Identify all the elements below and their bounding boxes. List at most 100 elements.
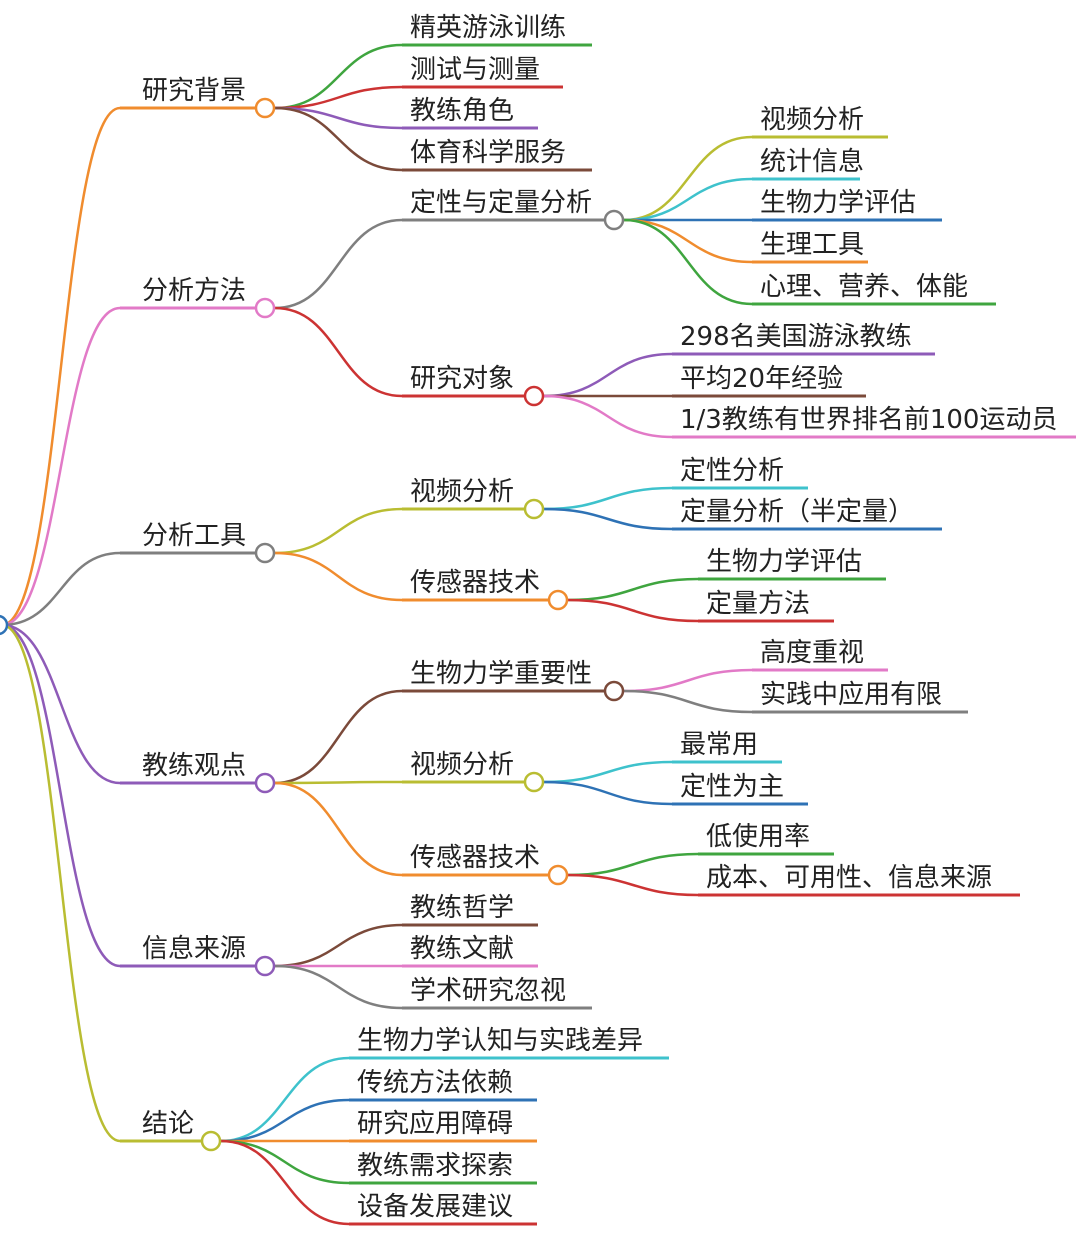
topic-label: 研究对象 (410, 364, 514, 394)
subtopic-connector (543, 486, 673, 511)
topic-label: 生物力学重要性 (410, 659, 592, 689)
topic-label: 传感器技术 (410, 568, 540, 598)
topic-label: 教练需求探索 (357, 1151, 513, 1181)
topic-connector (220, 1139, 350, 1226)
subtopic-connector (623, 218, 753, 306)
subtopic-connector (543, 352, 673, 398)
root-connector (1, 106, 121, 627)
topic-connector (220, 1139, 350, 1185)
topic-label: 教练文献 (410, 934, 514, 964)
topic-connector (274, 780, 403, 785)
topic-label: 测试与测量 (410, 55, 540, 85)
topic-label: 精英游泳训练 (410, 13, 566, 43)
subtopic-label: 298名美国游泳教练 (680, 322, 912, 352)
subtopic-label: 定性为主 (680, 772, 784, 802)
topic-connector (274, 689, 403, 785)
branch-node-toggle[interactable] (200, 1130, 222, 1152)
branch-node-toggle[interactable] (254, 772, 276, 794)
branch-node-toggle[interactable] (254, 955, 276, 977)
topic-label: 教练角色 (410, 96, 514, 126)
topic-label: 传感器技术 (410, 843, 540, 873)
topic-connector (274, 964, 403, 1010)
connector-layer (1, 43, 753, 1226)
subtopic-label: 最常用 (680, 730, 758, 760)
topic-label: 学术研究忽视 (410, 976, 566, 1006)
topic-label: 视频分析 (410, 477, 514, 507)
subtopic-connector (623, 177, 753, 222)
topic-connector (274, 106, 403, 130)
topic-label: 定性与定量分析 (410, 188, 592, 218)
topic-node-toggle[interactable] (523, 771, 545, 793)
topic-connector (274, 551, 403, 602)
subtopic-label: 低使用率 (706, 822, 810, 852)
branch-node-toggle[interactable] (254, 542, 276, 564)
topic-node-toggle[interactable] (523, 498, 545, 520)
subtopic-connector (567, 852, 699, 877)
topic-node-toggle[interactable] (547, 589, 569, 611)
root-connector (1, 623, 121, 785)
topic-connector (220, 1056, 350, 1143)
branch-label: 分析方法 (142, 276, 246, 306)
subtopic-label: 定量分析（半定量） (680, 497, 914, 527)
topic-label: 视频分析 (410, 750, 514, 780)
topic-label: 体育科学服务 (410, 138, 566, 168)
topic-node-toggle[interactable] (603, 680, 625, 702)
subtopic-connector (543, 760, 673, 784)
topic-label: 设备发展建议 (357, 1192, 513, 1222)
topic-connector (274, 106, 403, 172)
subtopic-label: 平均20年经验 (680, 364, 843, 394)
subtopic-label: 1/3教练有世界排名前100运动员 (680, 405, 1057, 435)
topic-label: 研究应用障碍 (357, 1109, 513, 1139)
subtopic-label: 心理、营养、体能 (760, 272, 968, 302)
branch-label: 结论 (142, 1109, 194, 1139)
underline-layer (120, 43, 1076, 1226)
subtopic-label: 定性分析 (680, 456, 784, 486)
subtopic-label: 统计信息 (760, 147, 864, 177)
subtopic-connector (567, 873, 699, 897)
branch-label: 教练观点 (142, 751, 246, 781)
branch-label: 研究背景 (142, 76, 246, 106)
subtopic-connector (623, 689, 753, 714)
subtopic-label: 生物力学评估 (760, 188, 916, 218)
topic-connector (274, 507, 403, 555)
topic-connector (274, 218, 403, 310)
subtopic-label: 视频分析 (760, 105, 864, 135)
root-connector (1, 306, 121, 627)
topic-connector (274, 923, 403, 968)
subtopic-connector (543, 394, 673, 439)
subtopic-connector (623, 218, 753, 264)
branch-label: 信息来源 (142, 934, 246, 964)
branch-node-toggle[interactable] (254, 97, 276, 119)
branch-node-toggle[interactable] (254, 297, 276, 319)
topic-label: 生物力学认知与实践差异 (357, 1026, 643, 1056)
subtopic-connector (543, 507, 673, 531)
root-connector (1, 623, 121, 968)
topic-connector (274, 43, 403, 110)
node-layer (0, 97, 625, 1152)
label-layer: 研究背景精英游泳训练测试与测量教练角色体育科学服务分析方法定性与定量分析视频分析… (142, 13, 1057, 1222)
subtopic-connector (567, 577, 699, 602)
topic-connector (274, 306, 403, 398)
root-connector (1, 551, 121, 627)
subtopic-connector (623, 668, 753, 693)
topic-node-toggle[interactable] (603, 209, 625, 231)
subtopic-label: 定量方法 (706, 589, 810, 619)
subtopic-connector (623, 135, 753, 222)
topic-node-toggle[interactable] (547, 864, 569, 886)
root-connector (1, 623, 121, 1143)
topic-node-toggle[interactable] (523, 385, 545, 407)
topic-connector (274, 781, 403, 877)
subtopic-label: 实践中应用有限 (760, 680, 942, 710)
subtopic-label: 成本、可用性、信息来源 (706, 863, 992, 893)
root-node-toggle[interactable] (0, 614, 9, 636)
subtopic-connector (543, 780, 673, 806)
topic-connector (274, 85, 403, 110)
subtopic-connector (567, 598, 699, 623)
topic-label: 教练哲学 (410, 893, 514, 923)
topic-connector (220, 1098, 350, 1143)
topic-label: 传统方法依赖 (357, 1068, 513, 1098)
subtopic-label: 生理工具 (760, 230, 864, 260)
branch-label: 分析工具 (142, 521, 246, 551)
subtopic-label: 高度重视 (760, 638, 864, 668)
